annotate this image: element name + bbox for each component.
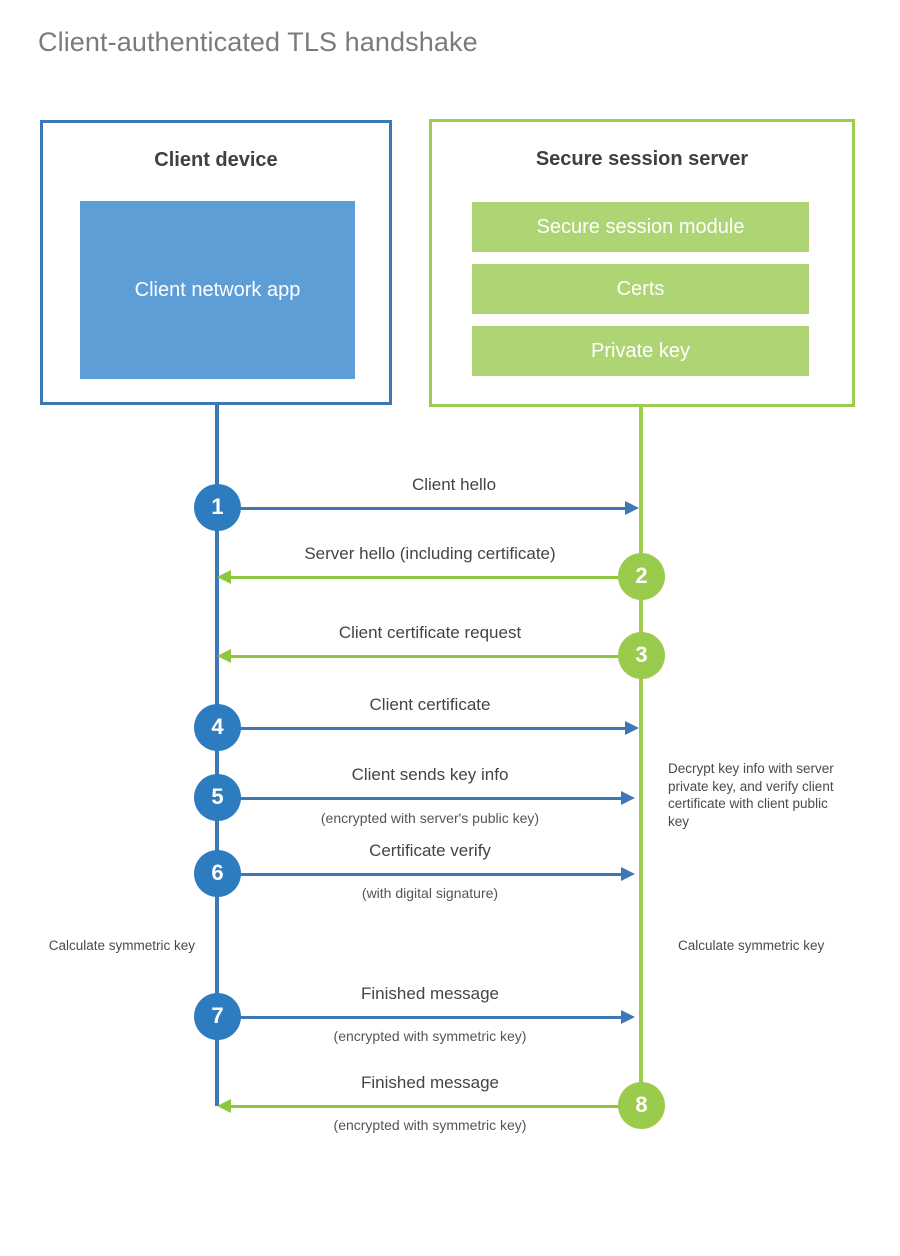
server-block-private-key: Private key [472, 326, 809, 376]
arrow-head-5 [621, 791, 635, 805]
message-sublabel-8: (encrypted with symmetric key) [333, 1117, 527, 1133]
arrow-line-1 [217, 507, 625, 510]
message-sublabel-6: (with digital signature) [361, 885, 499, 901]
arrow-head-8 [217, 1099, 231, 1113]
secure-session-server-box: Secure session server Secure session mod… [429, 119, 855, 407]
client-device-box: Client device Client network app [40, 120, 392, 405]
step-circle-8[interactable]: 8 [618, 1081, 665, 1129]
server-block-secure-session-module: Secure session module [472, 202, 809, 252]
secure-session-server-title: Secure session server [535, 148, 749, 170]
message-sublabel-7: (encrypted with symmetric key) [333, 1028, 527, 1044]
server-lifeline [639, 406, 643, 1106]
client-network-app-block: Client network app [80, 201, 355, 379]
message-sublabel-5: (encrypted with server's public key) [320, 810, 540, 826]
message-label-4: Client certificate [369, 695, 491, 714]
step-circle-6[interactable]: 6 [194, 849, 241, 897]
step-circle-5[interactable]: 5 [194, 773, 241, 821]
step-circle-3[interactable]: 3 [618, 631, 665, 679]
arrow-head-6 [621, 867, 635, 881]
note-server-calculate-symmetric-key: Calculate symmetric key [678, 938, 825, 953]
message-label-1: Client hello [411, 475, 497, 494]
note-server-decrypt-key-info: Decrypt key info with server private key… [668, 761, 834, 829]
message-label-3: Client certificate request [338, 623, 522, 642]
arrow-line-3 [231, 655, 641, 658]
message-label-7: Finished message [361, 984, 499, 1003]
arrow-head-7 [621, 1010, 635, 1024]
arrow-line-6 [217, 873, 621, 876]
step-circle-7[interactable]: 7 [194, 992, 241, 1040]
message-label-5: Client sends key info [351, 765, 509, 784]
note-client-calculate-symmetric-key: Calculate symmetric key [48, 938, 195, 953]
page-title: Client-authenticated TLS handshake [38, 27, 478, 57]
arrow-line-4 [217, 727, 625, 730]
arrow-line-8 [231, 1105, 619, 1108]
client-device-title: Client device [154, 149, 278, 171]
client-lifeline [215, 405, 219, 1106]
message-label-2: Server hello (including certificate) [304, 544, 556, 563]
step-circle-2[interactable]: 2 [618, 552, 665, 600]
arrow-line-2 [231, 576, 641, 579]
arrow-head-1 [625, 501, 639, 515]
arrow-line-5 [217, 797, 621, 800]
arrow-line-7 [217, 1016, 621, 1019]
step-circle-1[interactable]: 1 [194, 483, 241, 531]
arrow-head-2 [217, 570, 231, 584]
arrow-head-4 [625, 721, 639, 735]
server-block-certs: Certs [472, 264, 809, 314]
message-label-8: Finished message [361, 1073, 499, 1092]
arrow-head-3 [217, 649, 231, 663]
step-circle-4[interactable]: 4 [194, 703, 241, 751]
message-label-6: Certificate verify [369, 841, 491, 860]
